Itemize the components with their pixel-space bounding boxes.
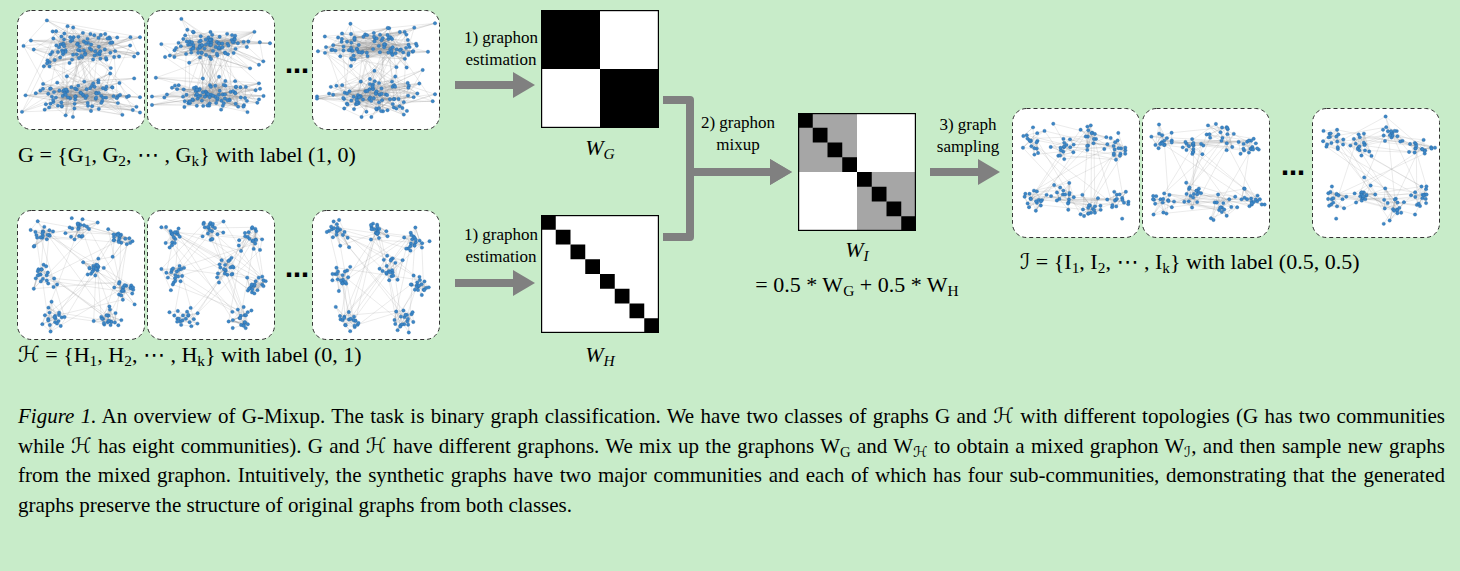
figure-page: G = {G1, G2, ⋯ , Gk} with label (1, 0)WG… <box>0 0 1460 571</box>
